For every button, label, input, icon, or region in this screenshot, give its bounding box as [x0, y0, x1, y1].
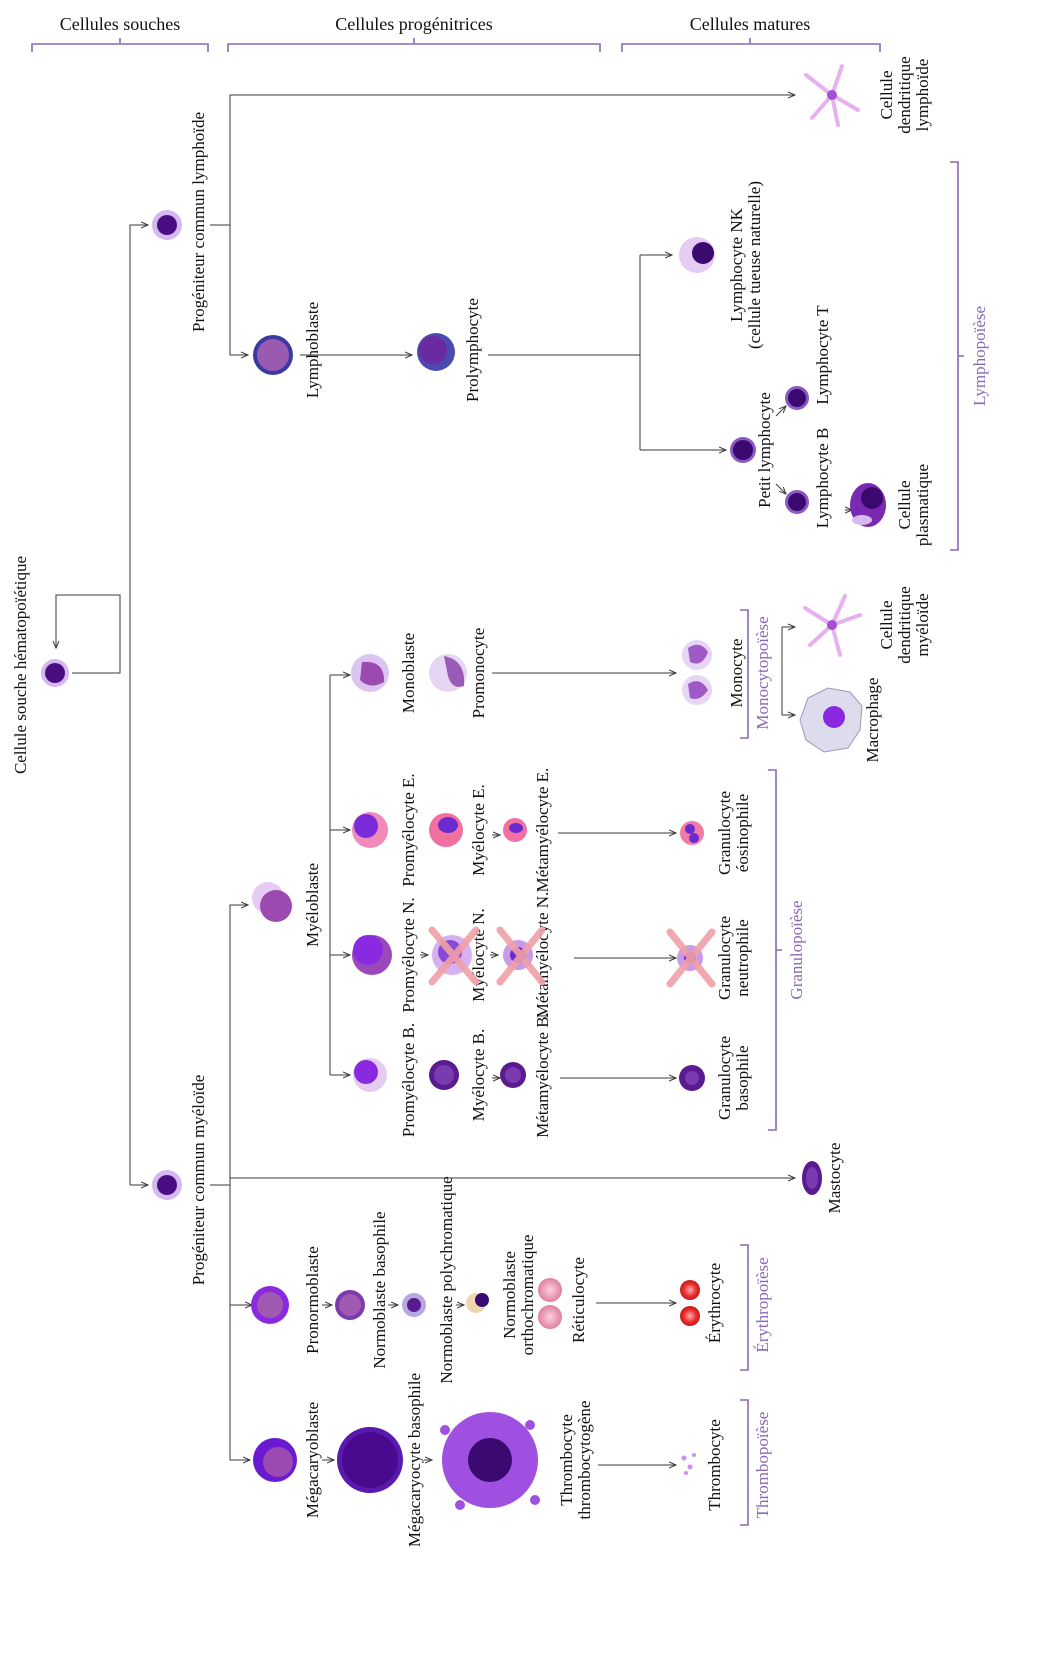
- myeloblast-label: Myéloblaste: [303, 863, 322, 947]
- lymphoid-dendritic-label-3: lymphoïde: [913, 59, 932, 132]
- prolymphocyte-label: Prolymphocyte: [463, 298, 482, 402]
- monocyte-label: Monocyte: [727, 639, 746, 708]
- erythrocyte-label: Érythrocyte: [705, 1263, 724, 1343]
- neutrophil-label-1: Granulocyte: [715, 916, 734, 1000]
- myeloid-branch: Progéniteur commun myéloïde Myéloblaste …: [152, 586, 932, 1547]
- column-headers: Cellules souches Cellules progénitrices …: [31, 14, 881, 52]
- erythrocyte-icon: [680, 1280, 700, 1300]
- metamyelocyte-b-label: Métamyélocyte B.: [533, 1012, 552, 1138]
- thrombocyte-icon: [681, 1453, 696, 1475]
- myeloid-dendritic-cell-icon: [803, 594, 862, 657]
- lymphoid-dendritic-cell-icon: [804, 64, 860, 127]
- basophil-label-2: basophile: [733, 1045, 752, 1110]
- plasma-cell-label-1: Cellule: [895, 480, 914, 529]
- reticulocyte-icon: [538, 1278, 562, 1302]
- small-lymphocyte-label: Petit lymphocyte: [755, 392, 774, 508]
- promyelocyte-b-label: Promyélocyte B.: [399, 1023, 418, 1137]
- lymphoid-branch: Progéniteur commun lymphoïde Cellule den…: [152, 56, 989, 551]
- myelocyte-n-label: Myélocyte N.: [469, 908, 488, 1001]
- macrophage-label: Macrophage: [863, 678, 882, 763]
- monoblast-label: Monoblaste: [399, 633, 418, 713]
- common-myeloid-progenitor-label: Progéniteur commun myéloïde: [189, 1075, 208, 1286]
- lymphoblast-label: Lymphoblaste: [303, 302, 322, 398]
- thrombopoiesis-label: Thrombopoïèse: [753, 1412, 772, 1519]
- normoblast-ortho-label-2: orthochromatique: [518, 1235, 537, 1356]
- common-lymphoid-progenitor-label: Progéniteur commun lymphoïde: [189, 112, 208, 332]
- erythropoiesis-bracket: [740, 1244, 749, 1371]
- myeloid-dendritic-label-1: Cellule: [877, 600, 896, 649]
- thrombocytogen-label-2: thrombocytogène: [575, 1401, 594, 1520]
- granulopoiesis-label: Granulopoïèse: [787, 900, 806, 999]
- megakaryoblast-label: Mégacaryoblaste: [303, 1402, 322, 1518]
- eosinophil-label-2: éosinophile: [733, 794, 752, 872]
- normoblast-ortho-label-1: Normoblaste: [500, 1251, 519, 1339]
- thrombopoiesis-bracket: [740, 1399, 749, 1526]
- nk-cell-label-1: Lymphocyte NK: [727, 207, 746, 322]
- myelocyte-e-label: Myélocyte E.: [469, 784, 488, 876]
- lymphoid-dendritic-label-2: dendritique: [895, 56, 914, 133]
- promyelocyte-n-label: Promyélocyte N.: [399, 897, 418, 1012]
- metamyelocyte-n-label: Métamyélocyte N.: [533, 892, 552, 1019]
- header-mature-cells: Cellules matures: [690, 14, 810, 34]
- root-stem-cell-label: Cellule souche hématopoïétique: [11, 556, 30, 774]
- mastocyte-label: Mastocyte: [825, 1143, 844, 1214]
- myelocyte-b-label: Myélocyte B.: [469, 1029, 488, 1122]
- eosinophil-label-1: Granulocyte: [715, 791, 734, 875]
- erythropoiesis-label: Érythropoïèse: [753, 1257, 772, 1352]
- neutrophil-label-2: neutrophile: [733, 919, 752, 996]
- root-self-renewal-line: [56, 594, 121, 674]
- myeloid-dendritic-label-3: myéloïde: [913, 593, 932, 656]
- granulopoiesis-bracket: [768, 769, 782, 1131]
- myeloid-dendritic-label-2: dendritique: [895, 586, 914, 663]
- pronormoblast-label: Pronormoblaste: [303, 1246, 322, 1354]
- thrombocyte-label: Thrombocyte: [705, 1419, 724, 1511]
- lymphopoiesis-bracket: [950, 161, 964, 551]
- reticulocyte-label: Réticulocyte: [569, 1257, 588, 1343]
- monocytopoiesis-label: Monocytopoïèse: [753, 616, 772, 729]
- header-progenitor-cells: Cellules progénitrices: [335, 14, 492, 34]
- promonocyte-label: Promonocyte: [469, 628, 488, 719]
- normoblast-polychromatic-label: Normoblaste polychromatique: [437, 1176, 456, 1383]
- header-bracket-progenitor: [227, 38, 601, 52]
- lymphoid-dendritic-label-1: Cellule: [877, 70, 896, 119]
- monocytopoiesis-bracket: [740, 609, 749, 739]
- lymphopoiesis-label: Lymphopoïèse: [970, 306, 989, 406]
- b-lymphocyte-label: Lymphocyte B: [813, 428, 832, 529]
- plasma-cell-label-2: plasmatique: [913, 464, 932, 546]
- root-stem-cell: Cellule souche hématopoïétique: [11, 225, 148, 1185]
- t-lymphocyte-label: Lymphocyte T: [813, 305, 832, 405]
- cross-marks: [428, 926, 716, 988]
- basophil-label-1: Granulocyte: [715, 1036, 734, 1120]
- nk-cell-label-2: (cellule tueuse naturelle): [745, 181, 764, 349]
- header-bracket-stem: [31, 38, 209, 52]
- header-bracket-mature: [621, 38, 881, 52]
- metamyelocyte-e-label: Métamyélocyte E.: [533, 768, 552, 893]
- thrombocytogen-label-1: Thrombocyte: [557, 1414, 576, 1506]
- promyelocyte-e-label: Promyélocyte E.: [399, 773, 418, 886]
- header-stem-cells: Cellules souches: [60, 14, 180, 34]
- megakaryocyte-label: Mégacaryocyte basophile: [405, 1373, 424, 1547]
- normoblast-basophilic-label: Normoblaste basophile: [370, 1211, 389, 1368]
